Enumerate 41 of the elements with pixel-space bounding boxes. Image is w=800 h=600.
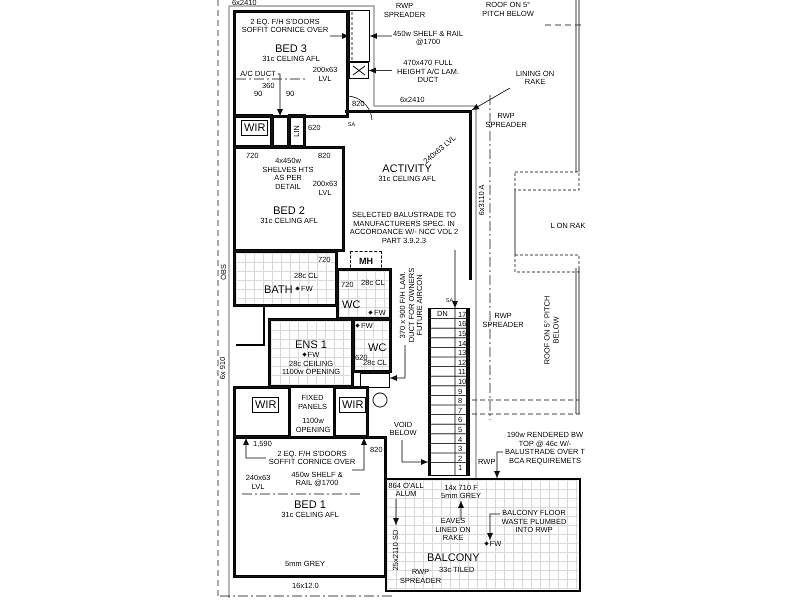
room-name: BATH	[264, 284, 293, 296]
leader-line	[402, 440, 428, 465]
room-name: BALCONY	[427, 552, 480, 564]
room-name: WC	[368, 342, 386, 354]
duct-box	[349, 62, 369, 79]
duct-box	[273, 116, 288, 146]
leader-line	[368, 68, 392, 74]
room	[268, 318, 354, 388]
room	[233, 250, 338, 307]
staircase	[428, 308, 470, 476]
room	[336, 268, 392, 320]
leader-line	[458, 500, 464, 520]
room	[385, 478, 581, 592]
room-name: BED 3	[275, 43, 307, 55]
room	[233, 114, 273, 148]
room-name: WIR	[241, 120, 268, 136]
room-name: WC	[342, 299, 360, 311]
room-name: WIR	[252, 397, 280, 413]
room	[333, 386, 369, 438]
leader-line	[452, 250, 458, 308]
leader-line	[352, 438, 367, 470]
manhole-label: MH	[359, 257, 373, 266]
room	[288, 114, 306, 148]
room-name: BED 2	[273, 205, 305, 217]
room	[233, 386, 291, 438]
wardrobe-box	[349, 10, 370, 62]
duct-box	[360, 373, 390, 388]
leader-line	[472, 88, 510, 110]
room-name: WIR	[339, 397, 366, 413]
leader-line	[494, 452, 504, 478]
leader-line	[487, 514, 500, 540]
leader-line	[390, 344, 406, 381]
room-name: ACTIVITY	[382, 163, 432, 175]
leader-line	[393, 498, 399, 526]
room-name: BED 1	[294, 499, 326, 511]
leader-line	[370, 33, 392, 39]
leader-line	[277, 74, 283, 116]
room-name: ENS 1	[295, 339, 327, 351]
room	[352, 318, 392, 373]
room	[233, 10, 349, 118]
leader-line	[243, 438, 266, 458]
